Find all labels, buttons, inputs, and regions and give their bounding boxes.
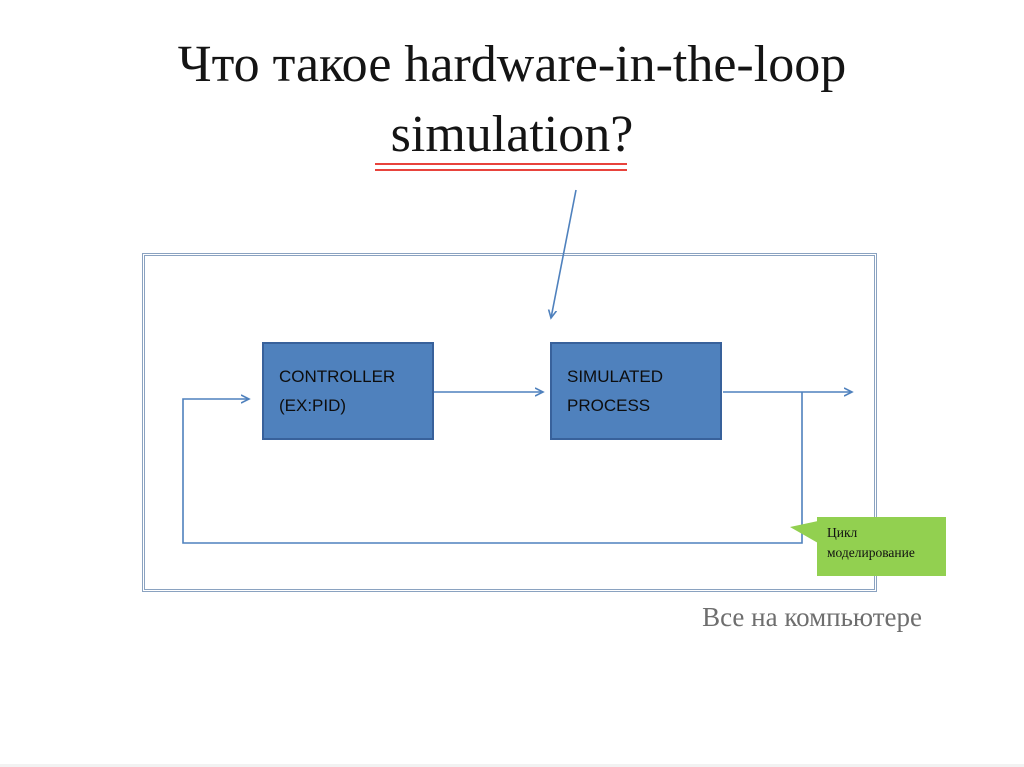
slide-title: Что такое hardware-in-the-loop simulatio… xyxy=(0,30,1024,170)
slide-title-line1: Что такое hardware-in-the-loop xyxy=(177,36,847,93)
process-box-line2: PROCESS xyxy=(567,396,651,415)
diagram-outer-frame xyxy=(142,253,877,592)
slide-caption: Все на компьютере xyxy=(702,602,922,632)
title-pointer-arrow xyxy=(551,189,577,318)
callout-line2: моделирование xyxy=(827,545,915,560)
slide-title-line2: simulation? xyxy=(390,106,634,163)
process-box-line1: SIMULATED xyxy=(567,367,664,386)
simulation-loop-callout: Цикл моделирование xyxy=(790,517,946,576)
controller-box: CONTROLLER (EX:PID) xyxy=(262,342,434,440)
controller-box-line1: CONTROLLER xyxy=(279,367,396,386)
simulated-process-box: SIMULATED PROCESS xyxy=(550,342,722,440)
feedback-loop-arrow xyxy=(182,392,803,544)
controller-box-line2: (EX:PID) xyxy=(279,396,347,415)
callout-line1: Цикл xyxy=(827,525,858,540)
red-double-underline xyxy=(375,163,627,171)
